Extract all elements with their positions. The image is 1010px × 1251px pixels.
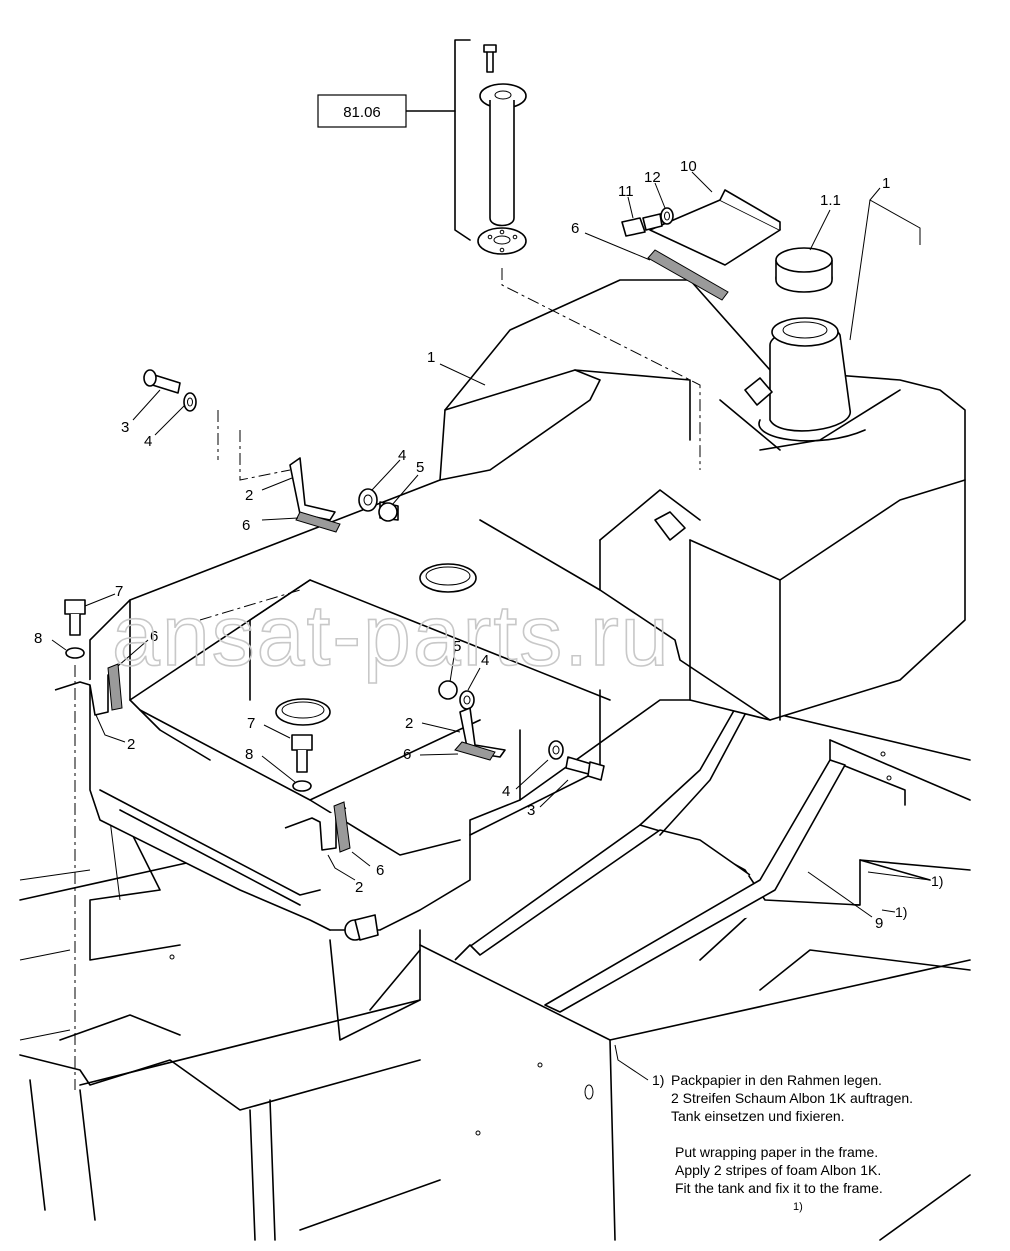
note-german-line-2: 2 Streifen Schaum Albon 1K auftragen. xyxy=(671,1090,913,1106)
callout: 5 xyxy=(416,459,424,476)
callout: 5 xyxy=(453,638,461,655)
reference-box-label: 81.06 xyxy=(343,104,381,121)
callout: 4 xyxy=(481,652,489,669)
callout: 4 xyxy=(398,447,406,464)
callout: 2 xyxy=(245,487,253,504)
callout: 4 xyxy=(144,433,152,450)
callout: 1 xyxy=(882,175,890,192)
reference-box xyxy=(317,94,407,128)
callout: 6 xyxy=(150,628,158,645)
callout: 7 xyxy=(115,583,123,600)
callout: 1) xyxy=(793,1201,803,1213)
callout: 3 xyxy=(121,419,129,436)
callout: 3 xyxy=(527,802,535,819)
note-german-line-1: Packpapier in den Rahmen legen. xyxy=(671,1072,882,1088)
callout: 6 xyxy=(376,862,384,879)
fuel-level-sender xyxy=(405,39,527,255)
watermark: ansat-parts.ru xyxy=(112,588,671,684)
note-marker: 1) xyxy=(652,1072,664,1088)
callout: 1.1 xyxy=(820,192,841,209)
note-english-line-1: Put wrapping paper in the frame. xyxy=(675,1144,878,1160)
note-english-line-3: Fit the tank and fix it to the frame. xyxy=(675,1180,883,1196)
callout: 11 xyxy=(618,183,634,200)
callout: 12 xyxy=(644,169,661,186)
callouts: 1 1.1 10 12 11 6 1 3 4 4 5 2 6 7 8 6 2 5… xyxy=(34,158,943,1213)
callout: 2 xyxy=(355,879,363,896)
callout: 1) xyxy=(931,873,943,889)
callout: 2 xyxy=(405,715,413,732)
callout: 6 xyxy=(242,517,250,534)
mounting-hardware xyxy=(54,369,605,853)
callout: 2 xyxy=(127,736,135,753)
foam-stripes xyxy=(454,699,861,1013)
machine-frame xyxy=(19,709,971,1241)
callout: 6 xyxy=(403,746,411,763)
callout: 7 xyxy=(247,715,255,732)
callout: 4 xyxy=(502,783,510,800)
assembly-lines xyxy=(74,268,701,1090)
note-german-line-3: Tank einsetzen und fixieren. xyxy=(671,1108,845,1124)
callout: 1 xyxy=(427,349,435,366)
callout: 10 xyxy=(680,158,697,175)
leader-lines xyxy=(51,171,931,1081)
filler-cap xyxy=(775,247,833,293)
note-english-line-2: Apply 2 stripes of foam Albon 1K. xyxy=(675,1162,881,1178)
callout: 8 xyxy=(245,746,253,763)
callout: 1) xyxy=(895,904,907,920)
callout: 8 xyxy=(34,630,42,647)
callout: 9 xyxy=(875,915,883,932)
fuel-tank xyxy=(89,279,966,941)
callout: 6 xyxy=(571,220,579,237)
top-clamp-assembly xyxy=(621,189,781,301)
assembly-note: 1) Packpapier in den Rahmen legen. 2 Str… xyxy=(652,1072,913,1196)
